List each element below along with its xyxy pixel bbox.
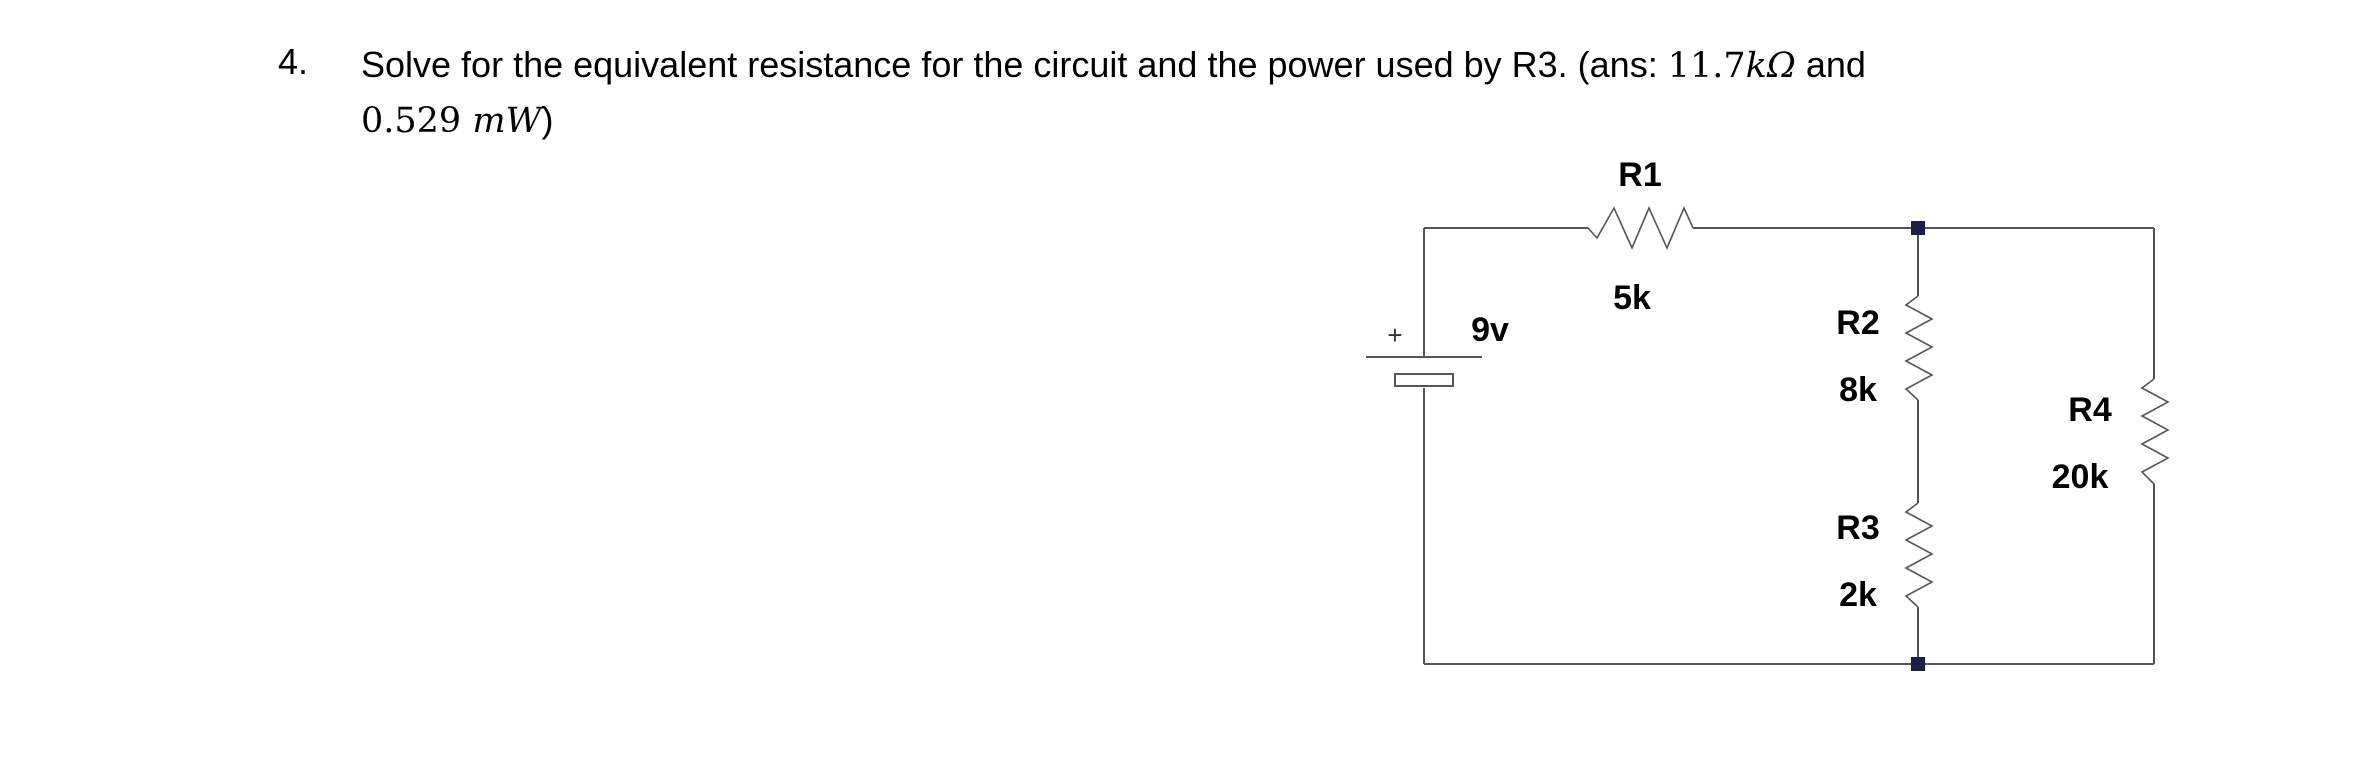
junction-node-bottom	[1911, 657, 1925, 671]
r4-name-label: R4	[2068, 391, 2112, 429]
resistor-r2-symbol	[1904, 295, 1934, 401]
resistor-r4-symbol	[2140, 378, 2170, 485]
problem-text-before: Solve for the equivalent resistance for …	[361, 44, 1668, 85]
source-voltage-label: 9v	[1471, 311, 1509, 349]
r4-value-label: 20k	[2052, 458, 2109, 496]
answer-resistance-value: 11.7	[1667, 46, 1746, 86]
answer-power: 0.529 mW	[361, 101, 542, 141]
battery-symbol	[1366, 356, 1482, 387]
problem-text-after: )	[541, 99, 554, 140]
problem-statement: Solve for the equivalent resistance for …	[361, 38, 2061, 148]
answer-power-value: 0.529	[361, 101, 473, 141]
wires	[1423, 206, 2170, 665]
resistor-r3-symbol	[1904, 502, 1934, 608]
r2-value-label: 8k	[1839, 371, 1877, 409]
r3-value-label: 2k	[1839, 576, 1877, 614]
answer-resistance-unit: kΩ	[1745, 46, 1796, 86]
answer-joiner: and	[1795, 44, 1866, 85]
r3-name-label: R3	[1836, 509, 1879, 547]
battery-plus-sign: +	[1387, 320, 1402, 350]
r1-name-label: R1	[1618, 156, 1661, 194]
junction-node-top	[1911, 221, 1925, 235]
answer-power-unit: mW	[472, 101, 542, 141]
r2-name-label: R2	[1836, 304, 1879, 342]
battery-short-plate	[1394, 373, 1454, 387]
answer-resistance: 11.7kΩ	[1668, 46, 1796, 86]
r1-value-label: 5k	[1613, 279, 1651, 317]
resistor-r1-symbol	[1587, 206, 1694, 250]
problem-number: 4.	[278, 41, 309, 82]
